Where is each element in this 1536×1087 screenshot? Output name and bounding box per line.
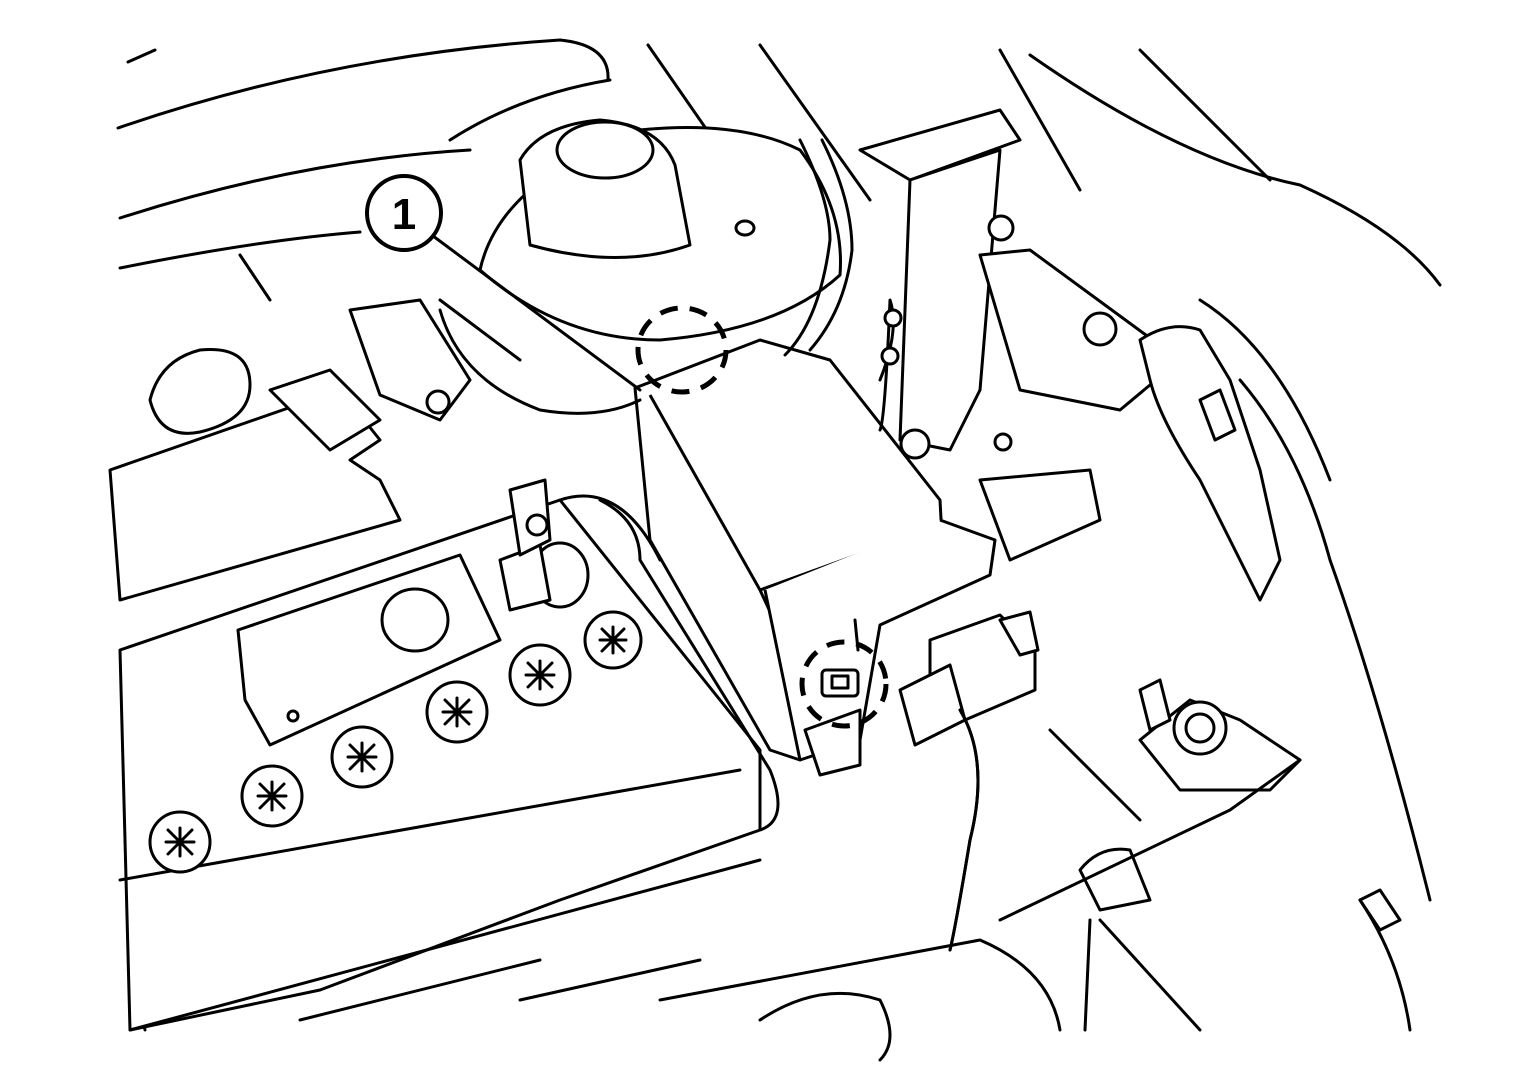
vent-cap [425, 680, 489, 744]
callout-1-label: 1 [392, 190, 416, 239]
radiator-hose [1138, 298, 1432, 902]
mounting-bracket [858, 108, 1182, 562]
vent-cap [148, 810, 212, 874]
callout-1: 1 [365, 174, 642, 392]
air-duct [108, 253, 522, 602]
strut-tower [478, 118, 842, 342]
clip-location-marker [635, 305, 729, 395]
vent-cap [240, 764, 304, 828]
fuse-box [633, 338, 997, 777]
clip-location-marker [799, 639, 889, 729]
battery [118, 498, 762, 1032]
battery-terminal [498, 478, 590, 612]
terminal-post [1048, 678, 1302, 912]
lower-panels [298, 758, 1412, 1062]
vent-cap [583, 610, 643, 670]
vent-cap [330, 725, 394, 789]
vent-cap [508, 643, 572, 707]
harness-connector [898, 610, 1040, 747]
cable-run [438, 138, 854, 415]
